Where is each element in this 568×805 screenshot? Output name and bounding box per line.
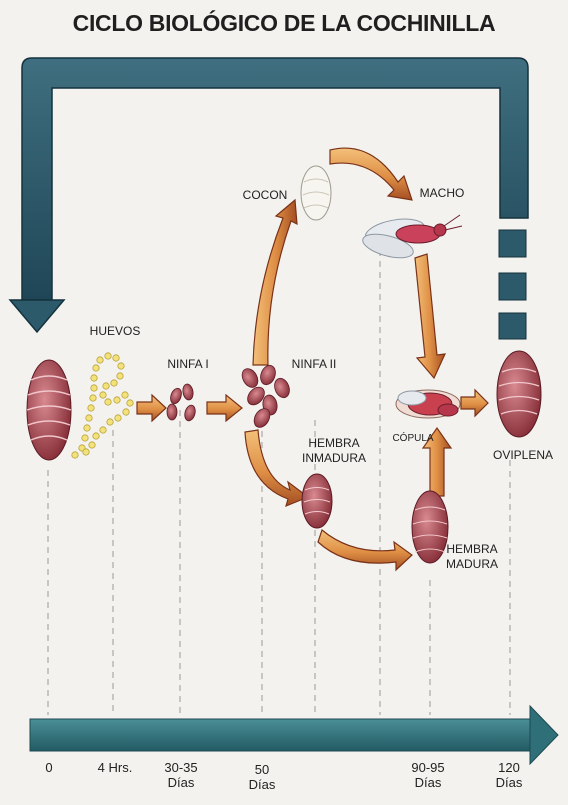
- immature-female-icon: [302, 474, 332, 528]
- label-copula: CÓPULA: [384, 431, 442, 446]
- ninfa-2-icon: [239, 363, 292, 430]
- page-title: CICLO BIOLÓGICO DE LA COCHINILLA: [0, 10, 568, 37]
- label-ninfa-1: NINFA I: [160, 357, 216, 372]
- male-icon: [360, 215, 462, 262]
- timeline-arrow: [30, 706, 558, 764]
- tick-0: 0: [34, 760, 64, 775]
- tick-4-hrs: 4 Hrs.: [93, 760, 137, 775]
- label-huevos: HUEVOS: [85, 324, 145, 339]
- label-ninfa-2: NINFA II: [284, 357, 344, 372]
- eggs-icon: [72, 353, 133, 458]
- oviplena-icon: [497, 351, 541, 437]
- female-left-icon: [27, 360, 71, 460]
- copula-icon: [396, 390, 460, 418]
- ninfa-1-icon: [167, 383, 197, 422]
- label-oviplena: OVIPLENA: [487, 448, 559, 463]
- cocoon-icon: [301, 166, 331, 220]
- label-cocon: COCON: [236, 188, 294, 203]
- label-macho: MACHO: [414, 186, 470, 201]
